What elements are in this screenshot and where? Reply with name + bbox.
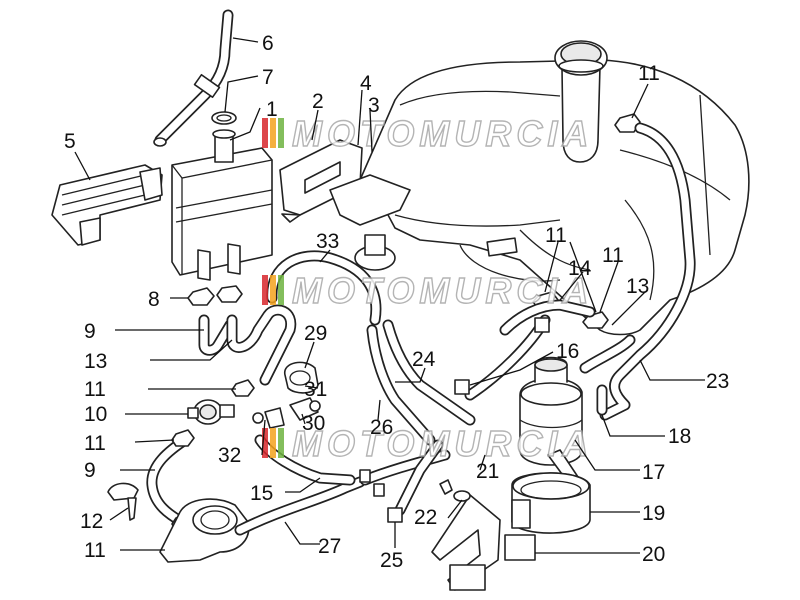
callout-9: 9 [84,320,96,343]
clip-12 [107,482,139,521]
fittings-8 [187,285,243,306]
vent-hose-top [153,9,234,147]
callout-18: 18 [668,425,691,448]
callout-26: 26 [370,416,393,439]
callout-9: 9 [84,459,96,482]
hose-clamp-7 [211,111,237,125]
hose-33 [266,250,382,326]
callout-1: 1 [266,98,278,121]
callout-24: 24 [412,348,436,371]
callout-7: 7 [262,66,274,89]
fuel-filter-17 [519,356,583,486]
callout-16: 16 [556,340,579,363]
callout-15: 15 [250,482,273,505]
hose-9-lower [146,434,191,528]
callout-30: 30 [302,412,325,435]
clip-21 [359,469,385,497]
carbon-canister [171,129,273,281]
callout-13: 13 [84,350,107,373]
mounting-bracket [279,139,363,223]
rollover-valve [329,174,411,271]
callout-20: 20 [642,543,665,566]
connector-16 [454,317,550,395]
callout-11: 11 [638,62,660,85]
watermark-bottom: MOTOMURCIA [262,422,593,465]
callout-11: 11 [84,432,106,455]
watermark-text: MOTOMURCIA [292,270,593,311]
callout-14: 14 [568,257,592,280]
callout-6: 6 [262,32,274,55]
callout-4: 4 [360,72,372,95]
watermark-text: MOTOMURCIA [292,113,593,154]
clamp-30-31 [252,397,321,429]
callout-17: 17 [642,461,665,484]
callout-21: 21 [476,460,499,483]
callout-3: 3 [368,94,380,117]
watermark-text: MOTOMURCIA [292,423,593,464]
watermark-top: MOTOMURCIA [262,112,593,155]
callout-25: 25 [380,549,403,572]
callout-11: 11 [84,539,106,562]
bolt-22 [439,479,471,502]
callout-27: 27 [318,535,341,558]
pump-bracket-20 [431,494,536,591]
callout-labels: 6 7 1 2 4 3 5 11 11 11 33 14 13 8 9 13 2… [64,32,729,572]
canister-strap [51,164,163,246]
pump-sleeve-19 [511,472,591,534]
canister-lines [198,304,297,386]
callout-11: 11 [545,224,567,247]
filler-neck [554,40,608,163]
callout-11: 11 [84,378,106,401]
callout-31: 31 [304,378,327,401]
callout-19: 19 [642,502,665,525]
callout-13: 13 [626,275,649,298]
callout-12: 12 [80,510,103,533]
callout-8: 8 [148,288,160,311]
callout-23: 23 [706,370,729,393]
callout-2: 2 [312,90,324,113]
vapor-separator [159,498,250,563]
solenoid-29 [284,361,319,394]
callout-29: 29 [304,322,327,345]
callout-5: 5 [64,130,76,153]
watermark-middle: MOTOMURCIA [262,269,593,312]
fitting-25 [387,507,403,523]
callout-22: 22 [414,506,437,529]
leader-lines [74,37,705,554]
hose-27 [234,476,366,536]
check-valve [187,399,235,425]
callout-33: 33 [316,230,339,253]
callout-32: 32 [218,444,241,467]
callout-11: 11 [602,244,624,267]
callout-10: 10 [84,403,107,426]
